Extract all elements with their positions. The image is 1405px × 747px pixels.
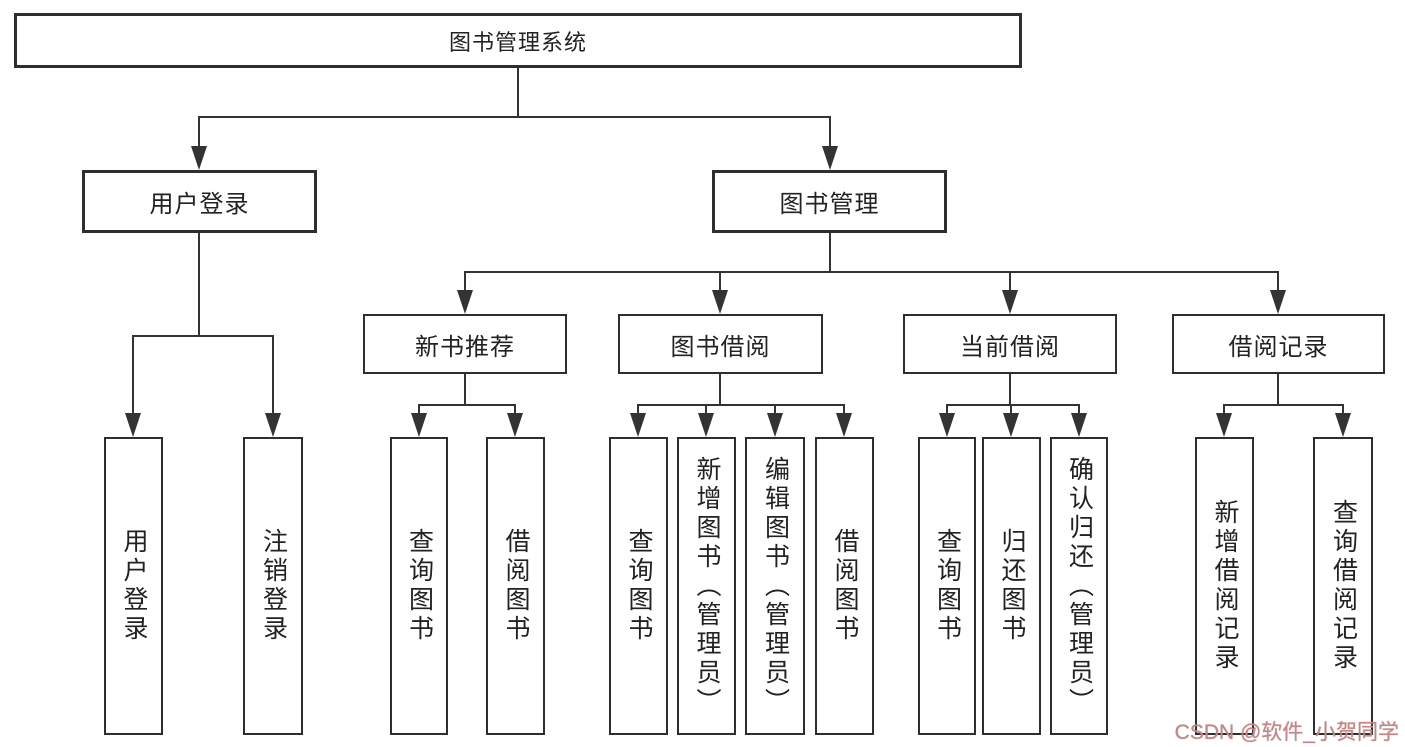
connector-arrowhead xyxy=(507,413,523,437)
connector-arrowhead xyxy=(822,146,838,170)
leaf-bb-borrow-book: 借阅图书 xyxy=(815,437,874,735)
connector-line xyxy=(719,374,721,406)
leaf-nbr-query-book-label: 查询图书 xyxy=(405,528,434,644)
node-user-login: 用户登录 xyxy=(82,170,317,233)
connector-line xyxy=(418,404,516,406)
connector-line xyxy=(637,404,639,415)
connector-line xyxy=(464,271,1279,273)
connector-line xyxy=(1277,271,1279,293)
connector-line xyxy=(272,335,274,415)
node-current-borrowing-label: 当前借阅 xyxy=(960,333,1060,361)
connector-line xyxy=(946,404,1080,406)
connector-line xyxy=(464,374,466,406)
node-book-borrowing-label: 图书借阅 xyxy=(670,333,771,361)
connector-arrowhead xyxy=(411,413,427,437)
connector-line xyxy=(719,271,721,293)
node-current-borrowing: 当前借阅 xyxy=(903,314,1117,374)
connector-line xyxy=(1223,404,1225,415)
connector-arrowhead xyxy=(1002,290,1018,314)
connector-line xyxy=(1009,374,1011,406)
leaf-bb-query-book-label: 查询图书 xyxy=(625,528,653,644)
connector-line xyxy=(132,335,274,337)
node-book-borrowing: 图书借阅 xyxy=(618,314,823,374)
connector-line xyxy=(637,404,845,406)
leaf-bb-query-book: 查询图书 xyxy=(609,437,668,735)
connector-line xyxy=(1342,404,1344,415)
leaf-br-query-record-label: 查询借阅记录 xyxy=(1329,499,1358,673)
leaf-bb-add-book-admin-label: 新增图书（管理员） xyxy=(693,455,721,717)
connector-line xyxy=(774,404,776,415)
connector-arrowhead xyxy=(836,413,852,437)
connector-line xyxy=(829,233,831,273)
connector-line xyxy=(705,404,707,415)
leaf-nbr-borrow-book-label: 借阅图书 xyxy=(502,528,530,644)
connector-line xyxy=(1223,404,1344,406)
connector-arrowhead xyxy=(191,146,207,170)
node-borrow-records: 借阅记录 xyxy=(1172,314,1385,374)
connector-line xyxy=(198,116,200,150)
connector-line xyxy=(946,404,948,415)
connector-line xyxy=(132,335,134,415)
leaf-br-query-record: 查询借阅记录 xyxy=(1313,437,1373,735)
connector-arrowhead xyxy=(265,413,281,437)
connector-arrowhead xyxy=(630,413,646,437)
connector-arrowhead xyxy=(767,413,783,437)
leaf-bb-edit-book-admin-label: 编辑图书（管理员） xyxy=(761,455,790,717)
node-root: 图书管理系统 xyxy=(14,13,1022,68)
node-book-management-label: 图书管理 xyxy=(779,191,880,218)
leaf-bb-edit-book-admin: 编辑图书（管理员） xyxy=(745,437,805,735)
connector-line xyxy=(517,68,519,118)
connector-arrowhead xyxy=(1335,413,1351,437)
connector-line xyxy=(514,404,516,415)
connector-arrowhead xyxy=(457,290,473,314)
node-borrow-records-label: 借阅记录 xyxy=(1228,333,1329,361)
leaf-br-add-record-label: 新增借阅记录 xyxy=(1211,499,1239,673)
leaf-br-add-record: 新增借阅记录 xyxy=(1195,437,1254,735)
connector-arrowhead xyxy=(712,290,728,314)
leaf-nbr-borrow-book: 借阅图书 xyxy=(486,437,545,735)
node-user-login-label: 用户登录 xyxy=(149,191,250,218)
connector-line xyxy=(829,116,831,150)
node-root-label: 图书管理系统 xyxy=(448,29,587,55)
connector-line xyxy=(418,404,420,415)
connector-line xyxy=(1010,404,1012,415)
node-new-book-recommend: 新书推荐 xyxy=(363,314,567,374)
leaf-cb-return-book: 归还图书 xyxy=(982,437,1041,735)
leaf-bb-borrow-book-label: 借阅图书 xyxy=(831,528,859,644)
connector-line xyxy=(464,271,466,293)
leaf-bb-add-book-admin: 新增图书（管理员） xyxy=(677,437,736,735)
connector-arrowhead xyxy=(125,413,141,437)
connector-line xyxy=(198,233,200,337)
leaf-cb-query-book-label: 查询图书 xyxy=(933,528,962,644)
node-book-management: 图书管理 xyxy=(712,170,947,233)
connector-arrowhead xyxy=(1216,413,1232,437)
connector-arrowhead xyxy=(939,413,955,437)
leaf-user-login: 用户登录 xyxy=(104,437,163,735)
connector-line xyxy=(1277,374,1279,406)
leaf-logout-label: 注销登录 xyxy=(259,528,288,644)
leaf-cb-query-book: 查询图书 xyxy=(918,437,976,735)
connector-arrowhead xyxy=(698,413,714,437)
leaf-cb-return-book-label: 归还图书 xyxy=(998,528,1026,644)
connector-arrowhead xyxy=(1003,413,1019,437)
connector-line xyxy=(1009,271,1011,293)
connector-line xyxy=(843,404,845,415)
connector-line xyxy=(1078,404,1080,415)
leaf-logout: 注销登录 xyxy=(243,437,303,735)
watermark: CSDN @软件_小贺同学 xyxy=(1174,721,1399,744)
leaf-nbr-query-book: 查询图书 xyxy=(390,437,448,735)
connector-arrowhead xyxy=(1270,290,1286,314)
connector-line xyxy=(198,116,831,118)
leaf-cb-confirm-return-admin: 确认归还（管理员） xyxy=(1050,437,1108,735)
node-new-book-recommend-label: 新书推荐 xyxy=(415,333,515,361)
connector-arrowhead xyxy=(1071,413,1087,437)
leaf-user-login-label: 用户登录 xyxy=(120,528,148,644)
leaf-cb-confirm-return-admin-label: 确认归还（管理员） xyxy=(1065,455,1094,717)
